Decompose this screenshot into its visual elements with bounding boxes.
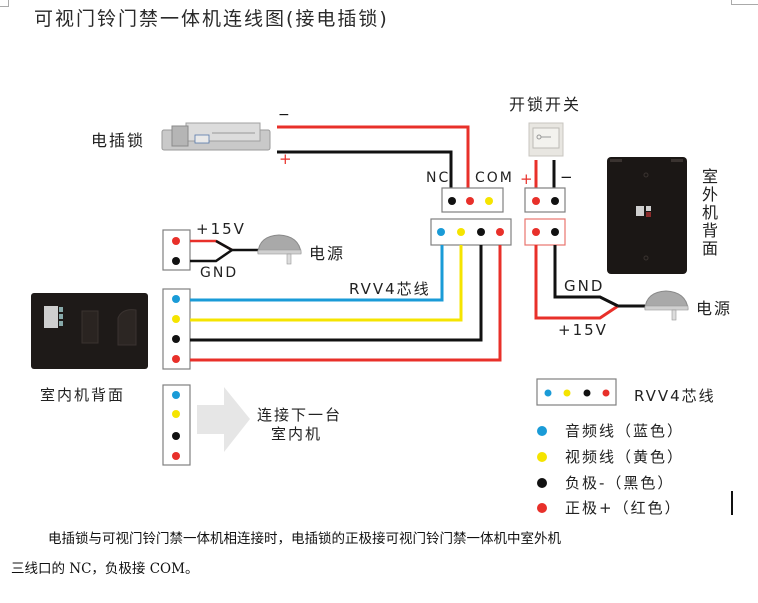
outdoor-unit-image xyxy=(607,157,687,274)
left-power-label: 电源 xyxy=(309,244,346,263)
switch-plus-label: + xyxy=(520,170,535,188)
description-line-1: 电插锁与可视门铃门禁一体机相连接时，电插锁的正极接可视门铃门禁一体机中室外机 xyxy=(48,531,561,547)
next-indoor-label-line2: 室内机 xyxy=(271,425,323,443)
diagram-title: 可视门铃门禁一体机连线图(接电插锁) xyxy=(34,8,389,30)
unlock-switch-label: 开锁开关 xyxy=(509,95,582,114)
rvv4-blue-wire xyxy=(190,245,444,302)
left-power-adapter-image xyxy=(257,234,302,265)
rvv4-black-wire xyxy=(190,245,483,342)
right-power-black-wire xyxy=(553,245,619,308)
page-corner-mark xyxy=(731,0,758,5)
indoor-4pin-terminal xyxy=(162,288,191,370)
right-power-label: 电源 xyxy=(696,299,733,318)
nc-label: NC xyxy=(426,170,451,186)
right-power-adapter-image xyxy=(644,290,689,321)
legend-cable-label: RVV4芯线 xyxy=(634,387,716,405)
legend-item-video: 视频线（黄色） xyxy=(565,448,685,466)
indoor-power-terminal xyxy=(162,229,191,271)
outdoor-power-terminal xyxy=(524,218,566,246)
rvv4-red-wire xyxy=(190,245,502,362)
lock-minus-label: − xyxy=(278,107,292,123)
left-power-black-wire xyxy=(190,248,233,263)
left-gnd-label: GND xyxy=(200,265,239,281)
page-corner-mark xyxy=(0,0,9,7)
legend-dot-icon xyxy=(537,503,547,513)
lock-red-wire xyxy=(277,125,470,190)
legend-item-audio: 音频线（蓝色） xyxy=(565,422,685,440)
legend-item-positive: 正极+（红色） xyxy=(565,499,682,517)
right-plus15v-label: +15V xyxy=(558,321,608,339)
electric-lock-image xyxy=(161,122,271,151)
next-indoor-label-line1: 连接下一台 xyxy=(257,406,343,424)
legend-dot-icon xyxy=(537,452,547,462)
electric-lock-label: 电插锁 xyxy=(91,131,146,150)
outdoor-3pin-terminal xyxy=(441,187,504,213)
outdoor-4pin-terminal xyxy=(430,218,512,246)
outdoor-unit-back-label: 室外机背面 xyxy=(699,168,718,258)
description-line-2: 三线口的 NC，负极接 COM。 xyxy=(11,561,199,577)
rvv4-cable-label: RVV4芯线 xyxy=(349,280,431,298)
next-indoor-arrow-icon xyxy=(197,387,250,452)
com-label: COM xyxy=(475,170,514,186)
switch-terminal xyxy=(524,187,566,213)
legend-cable-box xyxy=(536,378,617,406)
switch-minus-label: − xyxy=(560,168,575,186)
unlock-switch-image xyxy=(528,122,564,157)
lock-black-wire xyxy=(277,150,453,190)
next-indoor-terminal xyxy=(162,384,191,466)
text-cursor xyxy=(731,491,733,515)
indoor-unit-back-label: 室内机背面 xyxy=(40,386,126,404)
legend-dot-icon xyxy=(537,426,547,436)
left-plus15v-label: +15V xyxy=(196,220,246,238)
right-power-red-wire xyxy=(534,245,619,320)
legend-item-negative: 负极-（黑色） xyxy=(565,474,675,492)
legend-dot-icon xyxy=(537,478,547,488)
right-gnd-label: GND xyxy=(564,277,605,295)
rvv4-yellow-wire xyxy=(190,245,463,322)
indoor-unit-image xyxy=(31,293,148,369)
lock-plus-label: + xyxy=(279,150,294,168)
